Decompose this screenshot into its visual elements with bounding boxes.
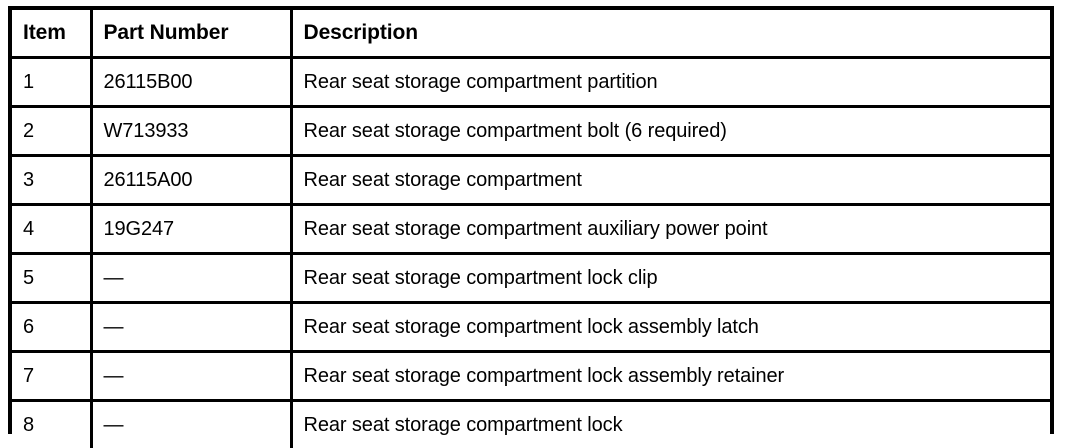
table-header-row: Item Part Number Description xyxy=(12,10,1050,58)
cell-part-number: 26115A00 xyxy=(91,156,291,205)
cell-item: 3 xyxy=(12,156,91,205)
parts-table-container: Item Part Number Description 1 26115B00 … xyxy=(8,6,1054,434)
table-row: 7 — Rear seat storage compartment lock a… xyxy=(12,352,1050,401)
cell-part-number: — xyxy=(91,401,291,448)
cell-part-number: W713933 xyxy=(91,107,291,156)
table-row: 2 W713933 Rear seat storage compartment … xyxy=(12,107,1050,156)
table-body: 1 26115B00 Rear seat storage compartment… xyxy=(12,58,1050,448)
cell-item: 8 xyxy=(12,401,91,448)
column-header-description: Description xyxy=(291,10,1050,58)
cell-item: 5 xyxy=(12,254,91,303)
table-row: 1 26115B00 Rear seat storage compartment… xyxy=(12,58,1050,107)
cell-part-number: 19G247 xyxy=(91,205,291,254)
table-header: Item Part Number Description xyxy=(12,10,1050,58)
cell-description: Rear seat storage compartment lock clip xyxy=(291,254,1050,303)
cell-part-number: — xyxy=(91,352,291,401)
column-header-part-number: Part Number xyxy=(91,10,291,58)
table-row: 8 — Rear seat storage compartment lock xyxy=(12,401,1050,448)
cell-part-number: — xyxy=(91,254,291,303)
cell-item: 4 xyxy=(12,205,91,254)
cell-description: Rear seat storage compartment lock assem… xyxy=(291,352,1050,401)
cell-description: Rear seat storage compartment auxiliary … xyxy=(291,205,1050,254)
table-row: 3 26115A00 Rear seat storage compartment xyxy=(12,156,1050,205)
cell-description: Rear seat storage compartment xyxy=(291,156,1050,205)
cell-part-number: — xyxy=(91,303,291,352)
cell-description: Rear seat storage compartment lock assem… xyxy=(291,303,1050,352)
cell-item: 6 xyxy=(12,303,91,352)
cell-item: 1 xyxy=(12,58,91,107)
table-row: 6 — Rear seat storage compartment lock a… xyxy=(12,303,1050,352)
cell-item: 2 xyxy=(12,107,91,156)
parts-table: Item Part Number Description 1 26115B00 … xyxy=(12,10,1050,448)
cell-description: Rear seat storage compartment bolt (6 re… xyxy=(291,107,1050,156)
table-row: 4 19G247 Rear seat storage compartment a… xyxy=(12,205,1050,254)
cell-item: 7 xyxy=(12,352,91,401)
cell-part-number: 26115B00 xyxy=(91,58,291,107)
cell-description: Rear seat storage compartment partition xyxy=(291,58,1050,107)
cell-description: Rear seat storage compartment lock xyxy=(291,401,1050,448)
column-header-item: Item xyxy=(12,10,91,58)
table-row: 5 — Rear seat storage compartment lock c… xyxy=(12,254,1050,303)
